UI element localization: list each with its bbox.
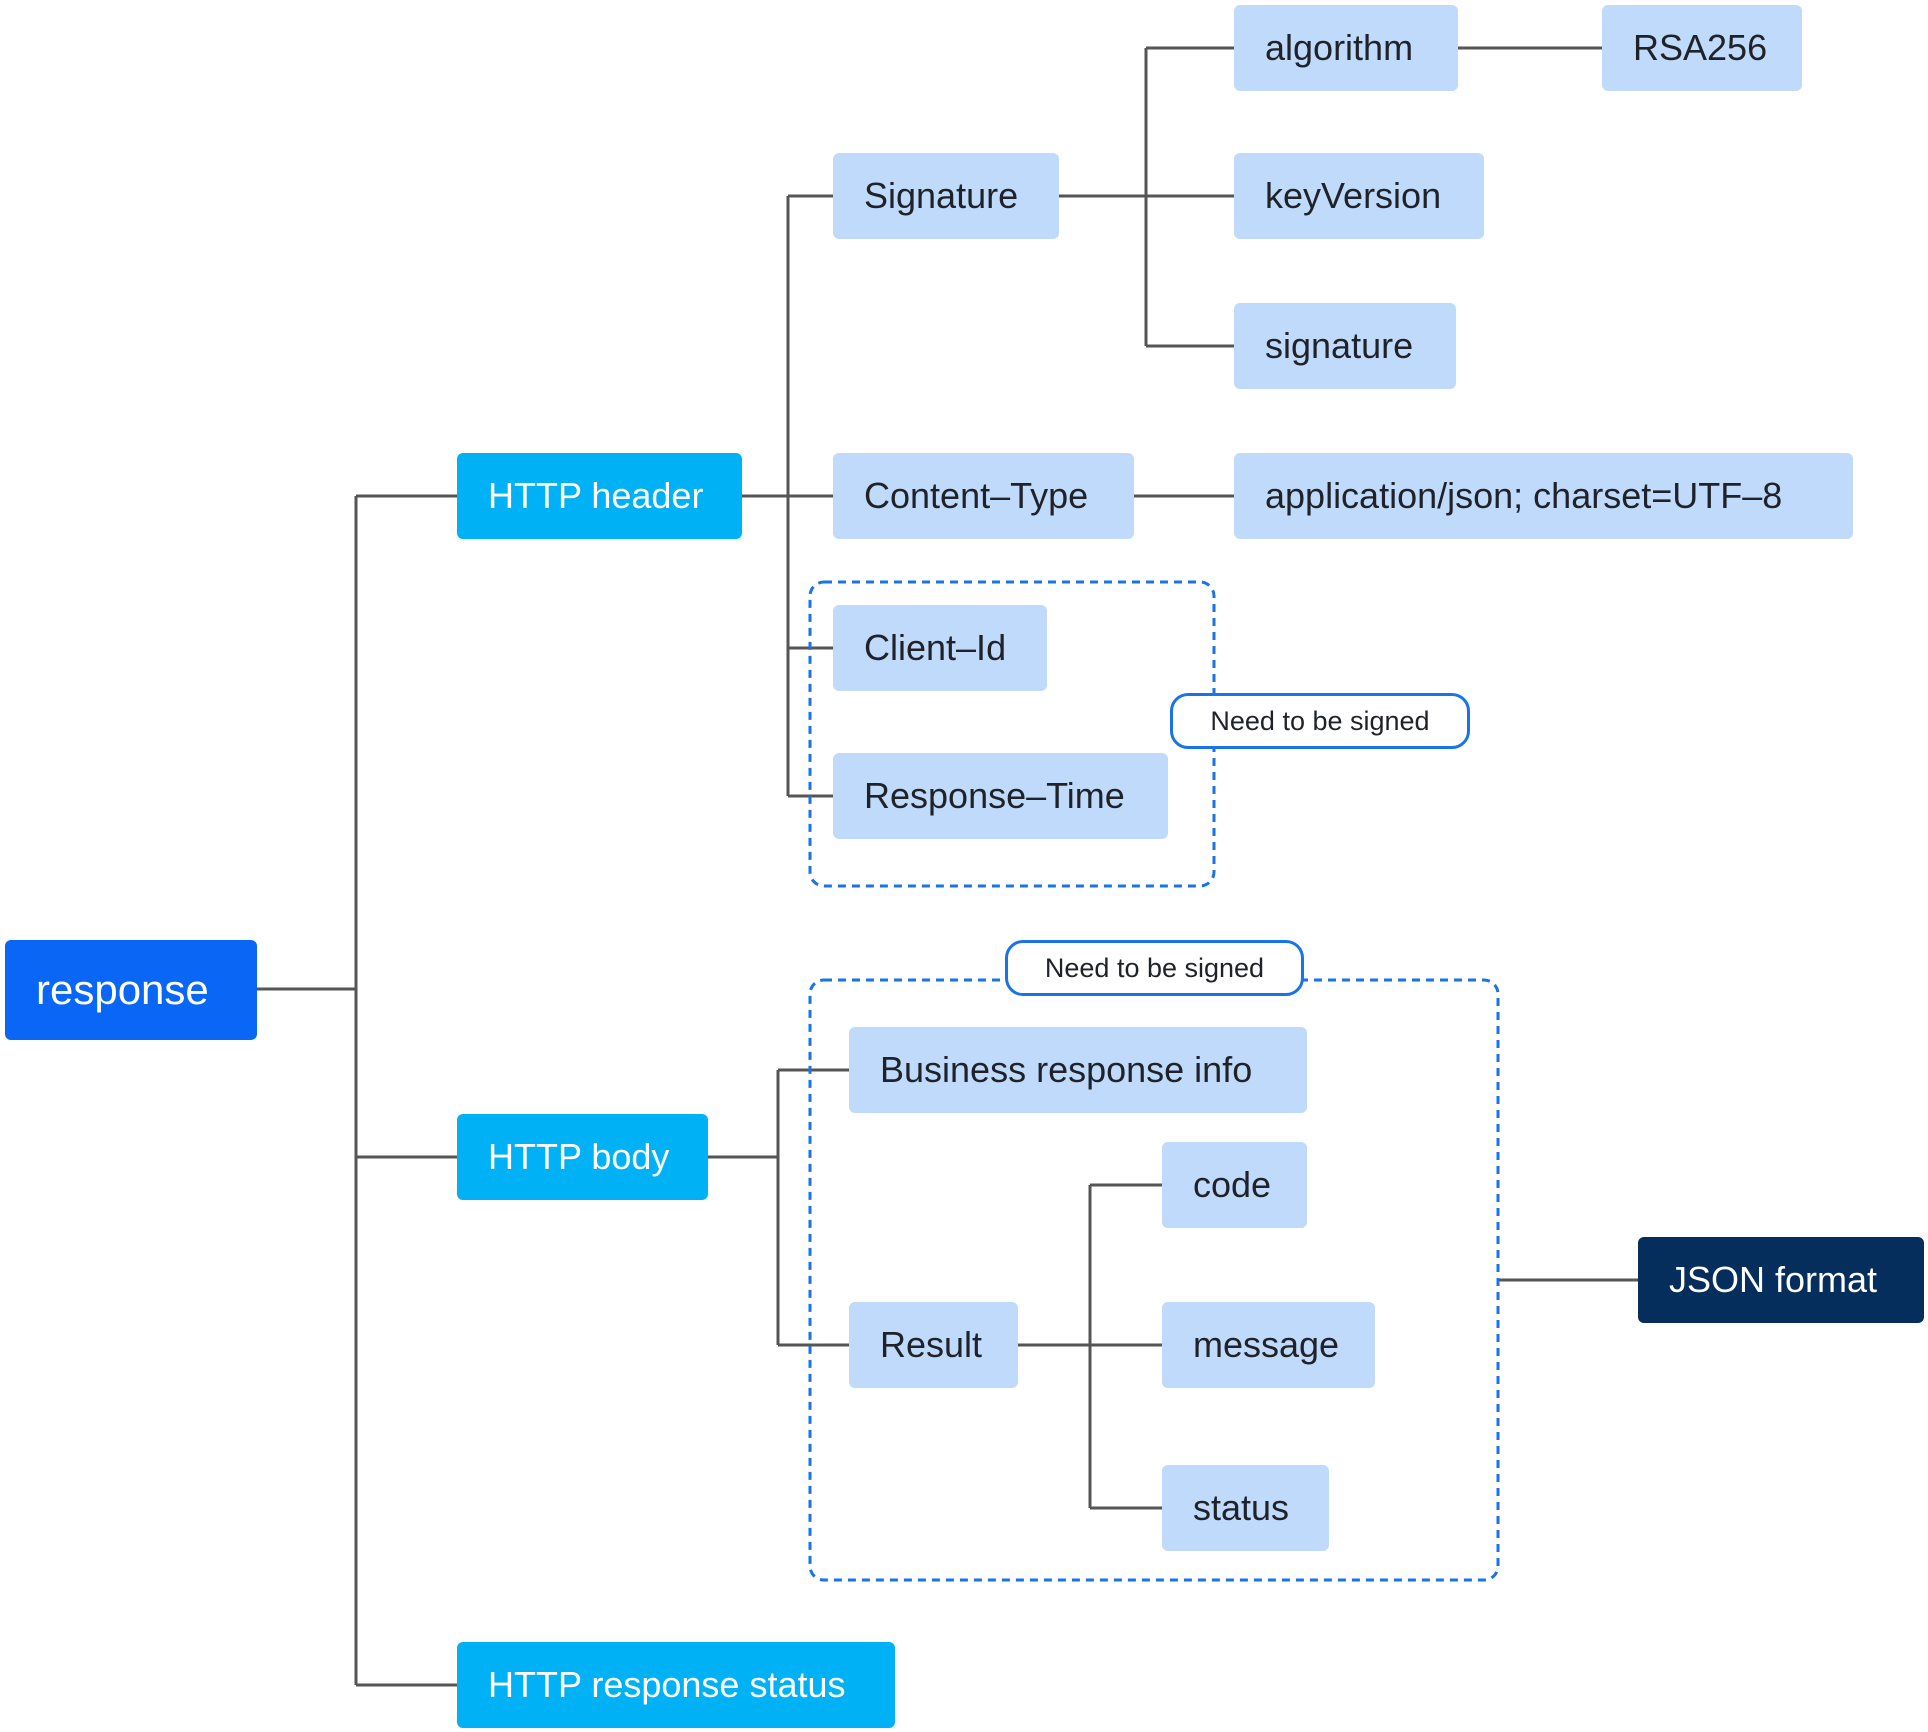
node-label: Business response info [880, 1049, 1253, 1090]
node-label: message [1193, 1324, 1340, 1365]
node-business-response-info: Business response info [849, 1027, 1307, 1113]
node-status: status [1162, 1465, 1329, 1551]
connector-result [1018, 1183, 1162, 1510]
node-content-type: Content–Type [833, 453, 1134, 539]
node-http-header: HTTP header [457, 453, 742, 539]
connector-root [257, 494, 457, 1687]
node-application-json: application/json; charset=UTF–8 [1234, 453, 1853, 539]
node-label: Client–Id [864, 627, 1007, 668]
node-json-format: JSON format [1638, 1237, 1924, 1323]
node-algorithm: algorithm [1234, 5, 1458, 91]
node-label: HTTP response status [488, 1664, 846, 1705]
node-signature: Signature [833, 153, 1059, 239]
node-result: Result [849, 1302, 1018, 1388]
node-label: signature [1265, 325, 1414, 366]
node-label: JSON format [1669, 1259, 1878, 1300]
node-key-version: keyVersion [1234, 153, 1484, 239]
node-http-response-status: HTTP response status [457, 1642, 895, 1728]
root-label: response [36, 966, 209, 1013]
connector-body [708, 1068, 849, 1347]
connector-header [742, 194, 833, 798]
node-label: code [1193, 1164, 1272, 1205]
node-label: Signature [864, 175, 1019, 216]
node-label: Result [880, 1324, 983, 1365]
connector-signature [1059, 46, 1234, 348]
root-node-response: response [5, 940, 257, 1040]
tag-label: Need to be signed [1210, 705, 1430, 736]
node-http-body: HTTP body [457, 1114, 708, 1200]
signed-tag-body: Need to be signed [1005, 940, 1304, 996]
node-label: application/json; charset=UTF–8 [1265, 475, 1783, 516]
node-message: message [1162, 1302, 1375, 1388]
tag-label: Need to be signed [1044, 952, 1265, 983]
signed-tag-header: Need to be signed [1170, 693, 1470, 749]
node-response-time: Response–Time [833, 753, 1168, 839]
node-rsa256: RSA256 [1602, 5, 1802, 91]
node-label: status [1193, 1487, 1290, 1528]
node-label: keyVersion [1265, 175, 1442, 216]
node-label: HTTP body [488, 1136, 670, 1177]
node-signature-field: signature [1234, 303, 1456, 389]
node-label: Content–Type [864, 475, 1089, 516]
node-label: RSA256 [1633, 27, 1768, 68]
node-label: algorithm [1265, 27, 1414, 68]
node-label: Response–Time [864, 775, 1125, 816]
node-client-id: Client–Id [833, 605, 1047, 691]
node-label: HTTP header [488, 475, 704, 516]
node-code: code [1162, 1142, 1307, 1228]
